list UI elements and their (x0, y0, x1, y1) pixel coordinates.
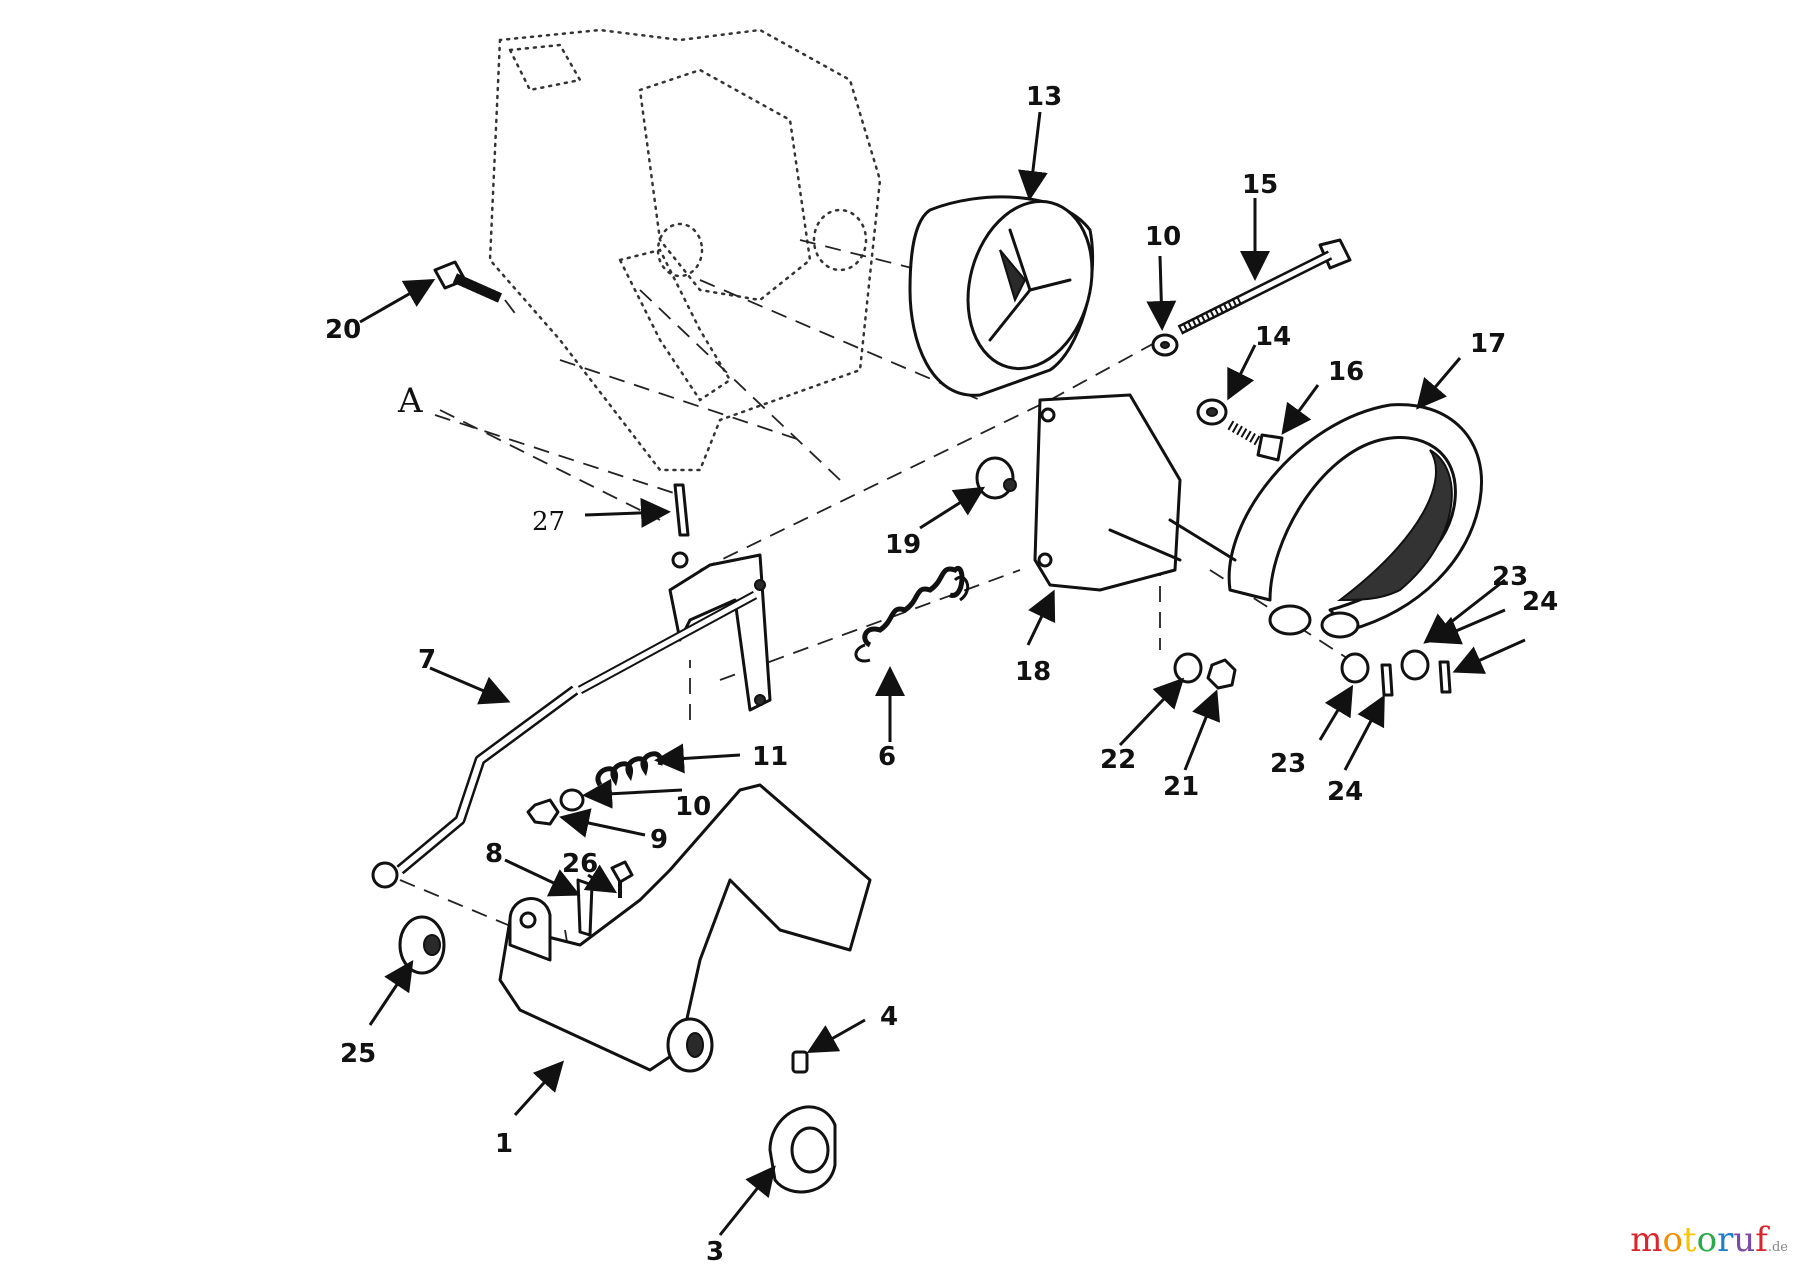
callout-17: 17 (1470, 329, 1506, 359)
cotter-pin-27 (673, 483, 690, 537)
watermark-letter: f (1755, 1220, 1768, 1260)
grease-fitting-26 (610, 860, 634, 898)
bracket-plate-18 (1033, 393, 1237, 592)
callout-24-lower: 24 (1327, 777, 1363, 807)
pin-24-left (1380, 663, 1394, 697)
section-label-a: A (397, 381, 423, 421)
callout-4: 4 (880, 1002, 898, 1032)
callout-23-upper: 23 (1492, 562, 1528, 592)
callout-7: 7 (418, 645, 436, 675)
set-screw-4 (791, 1050, 809, 1074)
watermark-letter: u (1733, 1220, 1756, 1260)
bolt-16 (1227, 420, 1284, 462)
pin-24-right (1438, 660, 1452, 694)
watermark-letter: m (1630, 1220, 1663, 1260)
callout-11: 11 (752, 742, 788, 772)
ghost-housing (488, 28, 882, 472)
brake-band-17 (1227, 403, 1483, 639)
long-bolt-15 (1177, 238, 1352, 335)
spring-6 (854, 565, 970, 663)
section-leader-a (434, 414, 681, 496)
watermark-logo: motoruf.de (1630, 1220, 1788, 1260)
watermark-letter: o (1696, 1220, 1718, 1260)
washer-23-right (1400, 649, 1430, 681)
brake-drum-13 (908, 195, 1095, 397)
washer-25 (398, 915, 446, 975)
watermark-suffix: .de (1767, 1240, 1788, 1255)
collar-3 (768, 1105, 837, 1194)
washer-22 (1173, 652, 1203, 684)
callout-15: 15 (1242, 170, 1278, 200)
callout-20: 20 (325, 315, 361, 345)
callout-8: 8 (485, 839, 503, 869)
pedal-lever-1 (498, 783, 872, 1073)
callout-16: 16 (1328, 357, 1364, 387)
assembly-leader-lines (399, 239, 1351, 961)
callout-21: 21 (1163, 772, 1199, 802)
spring-11 (595, 751, 663, 787)
callout-27: 27 (532, 507, 565, 537)
washer-10-lower (559, 788, 585, 812)
callout-25: 25 (340, 1039, 376, 1069)
nut-21 (1206, 658, 1237, 690)
washer-14-hole (1206, 407, 1218, 417)
callout-14: 14 (1255, 322, 1291, 352)
nut-9 (526, 798, 560, 826)
callout-10-upper: 10 (1145, 222, 1181, 252)
callout-labels: 13 15 10 14 16 17 20 19 27 18 6 23 24 22… (325, 82, 1558, 1267)
callout-9: 9 (650, 825, 668, 855)
callout-13: 13 (1026, 82, 1062, 112)
watermark-letter: o (1662, 1220, 1683, 1260)
watermark-letter: t (1682, 1220, 1697, 1260)
callout-22: 22 (1100, 745, 1136, 775)
callout-1: 1 (495, 1129, 513, 1159)
callout-arrows (359, 111, 1526, 1236)
callout-24-upper: 24 (1522, 587, 1558, 617)
lever-bracket-7 (371, 551, 772, 889)
washer-23-left (1340, 652, 1370, 684)
washer-10-upper-hole (1160, 341, 1170, 349)
spacer-19 (975, 456, 1017, 500)
callout-18: 18 (1015, 657, 1051, 687)
callout-19: 19 (885, 530, 921, 560)
callout-3: 3 (706, 1237, 724, 1267)
callout-10-lower: 10 (675, 792, 711, 822)
callout-26: 26 (562, 849, 598, 879)
callout-23-lower: 23 (1270, 749, 1306, 779)
watermark-letter: r (1717, 1220, 1734, 1260)
cotter-pin-8 (576, 878, 594, 937)
bolt-20 (433, 260, 503, 303)
watermark-text: motoruf (1630, 1220, 1768, 1260)
callout-6: 6 (878, 742, 896, 772)
